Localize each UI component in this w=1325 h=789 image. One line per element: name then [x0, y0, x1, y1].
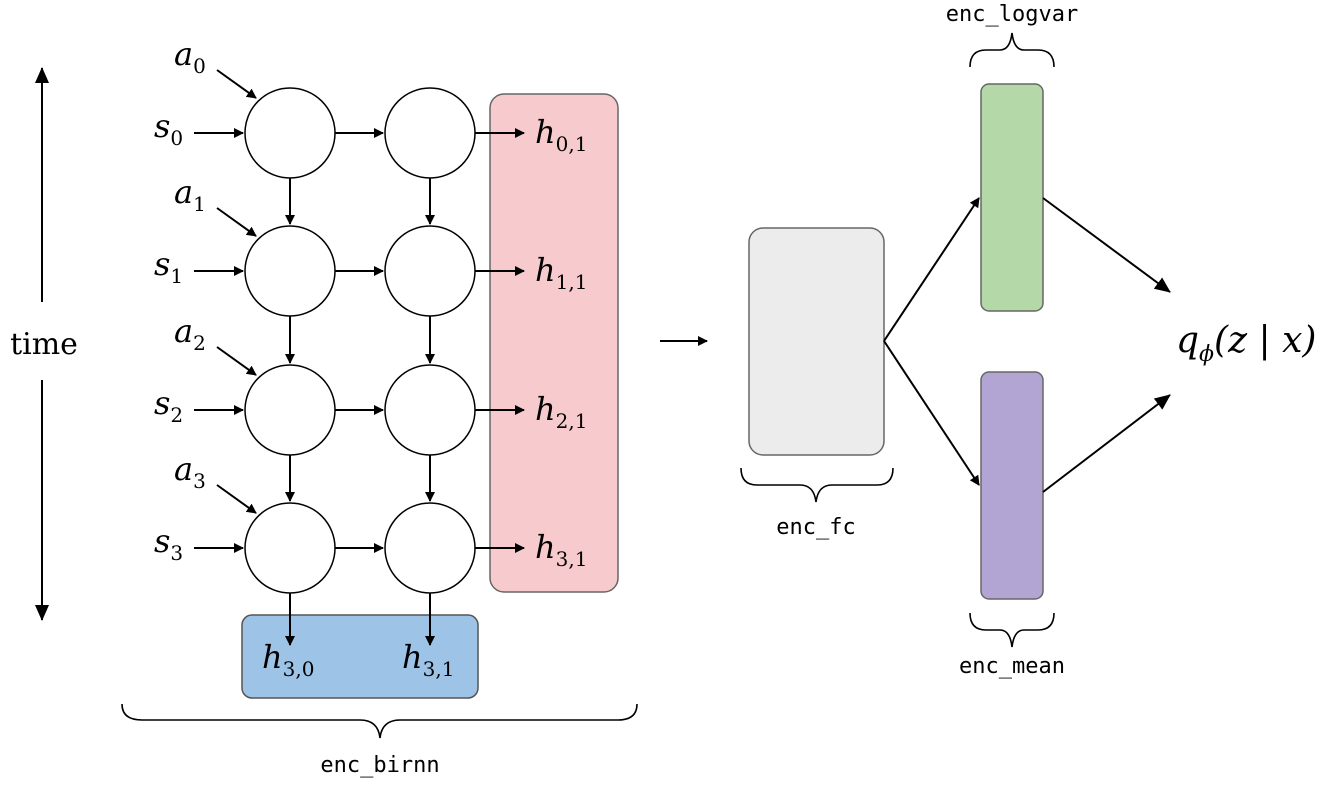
- final-state-label: h3,0: [262, 638, 314, 681]
- arrow-logvar-to-q: [1042, 197, 1171, 293]
- rnn-cell-node: [384, 502, 476, 594]
- hidden-state-label: h2,1: [535, 390, 587, 433]
- arrow-fc-to-mean: [883, 340, 980, 486]
- enc-mean-block: [980, 371, 1044, 600]
- enc-fc-block: [748, 227, 885, 456]
- enc-logvar-brace: [969, 32, 1055, 68]
- enc-logvar-label: enc_logvar: [946, 2, 1078, 27]
- enc-birnn-brace: [121, 703, 638, 739]
- rnn-cell-node: [384, 364, 476, 456]
- rnn-cell-node: [384, 87, 476, 179]
- input-s-label: s3: [154, 522, 183, 565]
- rnn-cell-node: [384, 225, 476, 317]
- hidden-state-label: h1,1: [535, 251, 587, 294]
- arrow-fc-to-logvar: [883, 197, 980, 342]
- birnn-grid: a0 s0 h0,1 a1 s1 h1,1 a2 s2 h2,1 a3 s3 h3,1: [154, 35, 587, 646]
- enc-fc-label: enc_fc: [776, 515, 855, 540]
- input-a-arrow: [216, 346, 257, 376]
- input-a-arrow: [216, 207, 257, 237]
- enc-fc-brace: [740, 467, 894, 503]
- final-state-panel: [241, 614, 479, 699]
- input-a-arrow: [216, 69, 257, 99]
- enc-mean-label: enc_mean: [959, 654, 1065, 679]
- input-a-label: a1: [174, 173, 206, 216]
- hidden-state-label: h3,1: [535, 528, 587, 571]
- hidden-state-label: h0,1: [535, 113, 587, 156]
- input-s-label: s1: [154, 245, 183, 288]
- enc-birnn-label: enc_birnn: [320, 753, 439, 778]
- enc-logvar-block: [980, 83, 1044, 312]
- final-states: h3,0 h3,1: [262, 638, 454, 681]
- enc-mean-brace: [969, 612, 1055, 648]
- input-a-arrow: [216, 484, 257, 514]
- input-a-label: a0: [174, 35, 206, 78]
- rnn-cell-node: [244, 502, 336, 594]
- final-state-label: h3,1: [402, 638, 454, 681]
- time-label: time: [10, 327, 78, 362]
- hidden-state-panel: [489, 93, 619, 593]
- input-a-label: a3: [174, 450, 206, 493]
- rnn-cell-node: [244, 87, 336, 179]
- rnn-cell-node: [244, 225, 336, 317]
- input-s-label: s0: [154, 107, 183, 150]
- input-s-label: s2: [154, 384, 183, 427]
- rnn-cell-node: [244, 364, 336, 456]
- input-a-label: a2: [174, 312, 206, 355]
- arrow-mean-to-q: [1042, 394, 1171, 493]
- time-axis: time: [10, 67, 78, 621]
- posterior-label: qϕ(z | x): [1176, 320, 1316, 367]
